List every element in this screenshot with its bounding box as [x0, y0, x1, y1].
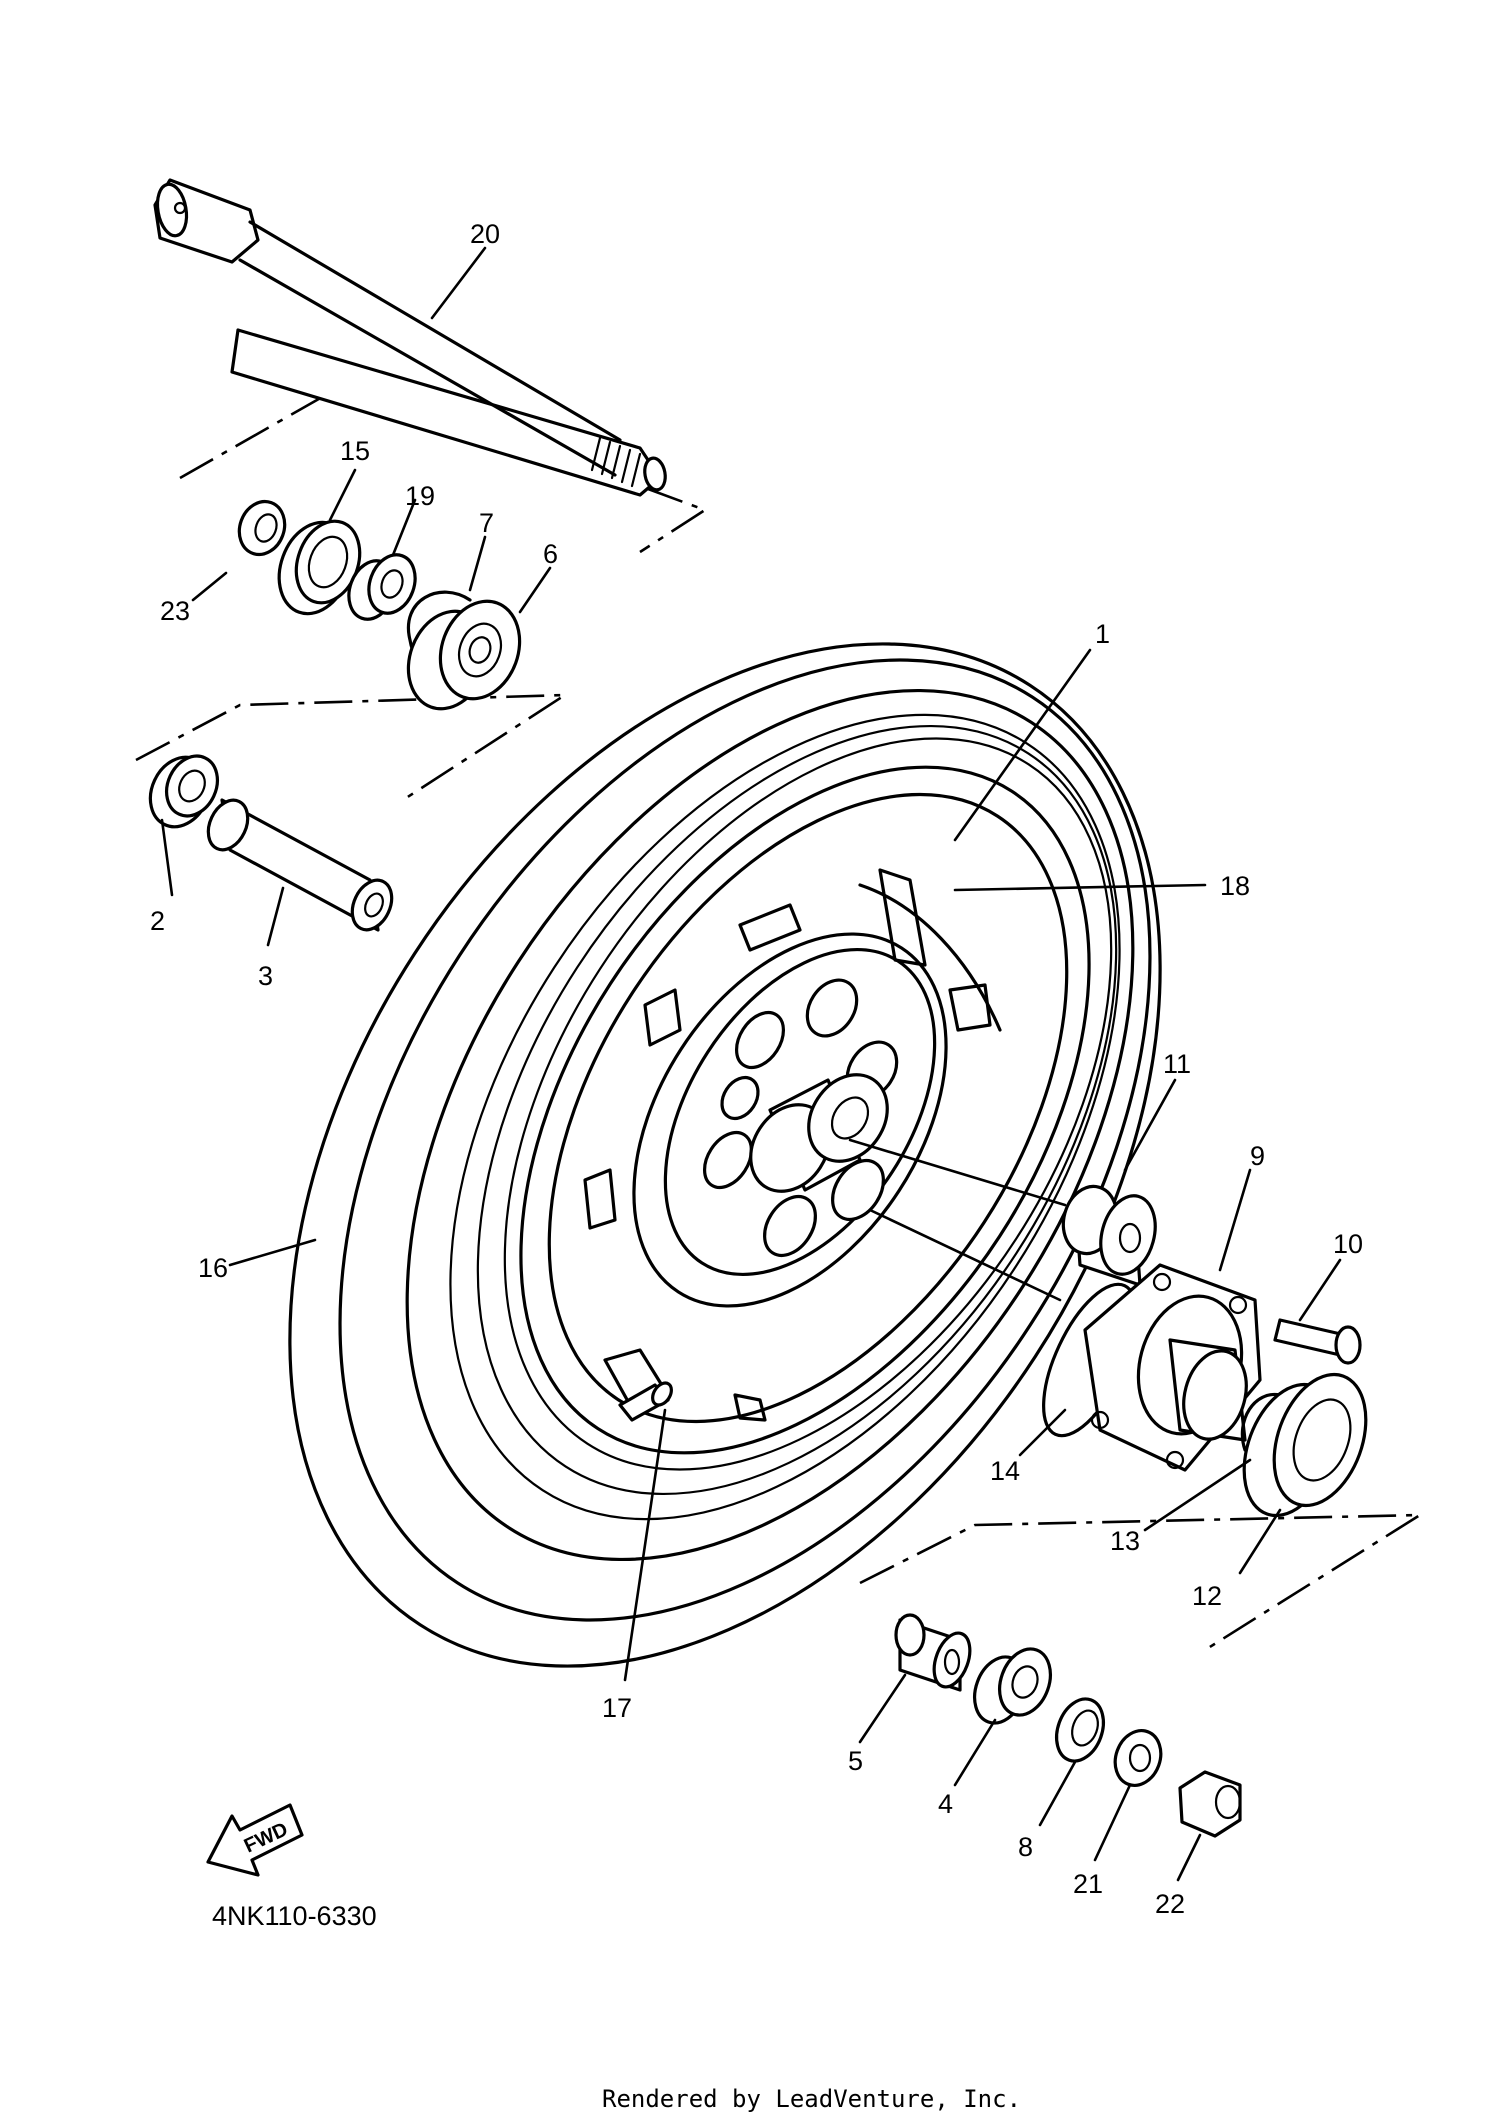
- oil-seal-12: [1242, 1372, 1368, 1518]
- oil-seal-15: [277, 519, 362, 616]
- collar-2: [148, 754, 219, 829]
- washer-8: [1055, 1697, 1105, 1763]
- callout-6: 6: [543, 539, 558, 569]
- bolt-10: [1273, 1318, 1362, 1365]
- callout-8: 8: [1018, 1832, 1033, 1862]
- circlip-13: [1240, 1392, 1282, 1452]
- callout-2: 2: [150, 906, 165, 936]
- render-credit: Rendered by LeadVenture, Inc.: [602, 2085, 1021, 2113]
- callout-9: 9: [1250, 1141, 1265, 1171]
- bearing-6: [406, 599, 522, 711]
- bearing-spacer-19: [347, 553, 417, 621]
- callout-3: 3: [258, 961, 273, 991]
- diagram-part-number: 4NK110-6330: [212, 1901, 377, 1931]
- callout-7: 7: [479, 508, 494, 538]
- forward-direction-arrow: FWD: [206, 1803, 304, 1877]
- callout-4: 4: [938, 1789, 953, 1819]
- bearing-4: [973, 1647, 1052, 1725]
- callout-1: 1: [1095, 619, 1110, 649]
- callout-12: 12: [1192, 1581, 1222, 1611]
- callout-5: 5: [848, 1746, 863, 1776]
- hub-holes: [702, 978, 899, 1257]
- callout-19: 19: [405, 481, 435, 511]
- callout-15: 15: [340, 436, 370, 466]
- front-wheel: [288, 642, 1162, 1668]
- callout-13: 13: [1110, 1526, 1140, 1556]
- front-axle: [153, 178, 667, 497]
- spacer-3: [206, 798, 394, 932]
- washer-21: [1113, 1729, 1163, 1787]
- valve-stem: [618, 1381, 673, 1422]
- washer-23: [237, 499, 287, 557]
- callout-11: 11: [1163, 1049, 1191, 1079]
- leader-lines: [160, 246, 1342, 1882]
- callout-10: 10: [1333, 1229, 1363, 1259]
- nut-22: [1178, 1770, 1242, 1838]
- collar-5: [894, 1613, 972, 1692]
- callout-18: 18: [1220, 871, 1250, 901]
- callout-22: 22: [1155, 1889, 1185, 1919]
- callout-17: 17: [602, 1693, 632, 1723]
- callout-21: 21: [1073, 1869, 1103, 1899]
- callout-23: 23: [160, 596, 190, 626]
- callout-labels: 1 2 3 4 5 6 7 8 9 10 11 12 13 14 15 16 1…: [150, 219, 1363, 1919]
- wheel-axle-boss: [749, 1073, 889, 1193]
- callout-16: 16: [198, 1253, 228, 1283]
- clutch-hub-9: [1083, 1263, 1262, 1472]
- callout-14: 14: [990, 1456, 1020, 1486]
- callout-20: 20: [470, 219, 500, 249]
- axle-thread: [590, 436, 642, 488]
